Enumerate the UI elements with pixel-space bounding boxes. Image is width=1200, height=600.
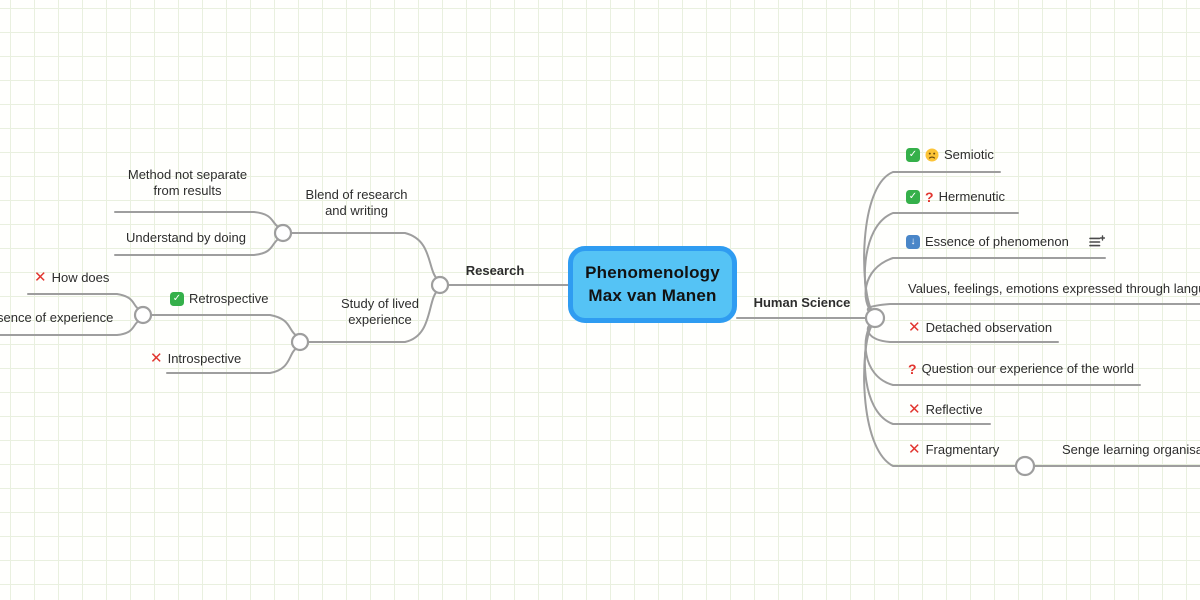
node-label: Reflective: [925, 401, 983, 417]
note-icon[interactable]: [1089, 234, 1105, 249]
node-label: Human Science: [753, 294, 851, 310]
node-study-of-lived-experience[interactable]: Study of lived experience: [319, 296, 441, 326]
worried-face-icon: [925, 148, 939, 161]
cross-icon: ✕: [908, 441, 921, 458]
cross-icon: ✕: [908, 319, 921, 336]
node-label: Research: [465, 262, 525, 278]
cross-icon: ✕: [150, 350, 163, 367]
node-label: Values, feelings, emotions expressed thr…: [908, 280, 1200, 296]
root-node-label: Phenomenology Max van Manen: [585, 262, 720, 305]
node-label: Essence of phenomenon: [925, 233, 1069, 249]
node-research[interactable]: Research: [455, 261, 535, 280]
node-label: Hermenutic: [938, 188, 1006, 204]
root-node[interactable]: Phenomenology Max van Manen: [568, 246, 737, 323]
node-label: Study of lived experience: [340, 296, 420, 327]
node-essence-of-phenomenon[interactable]: ↓ Essence of phenomenon: [906, 232, 1105, 251]
node-senge-learning-organisation[interactable]: Senge learning organisat: [1062, 440, 1200, 459]
node-question-our-experience[interactable]: ? Question our experience of the world: [908, 359, 1134, 378]
node-semiotic[interactable]: ✓ Semiotic: [906, 145, 994, 164]
collapse-toggle-blend[interactable]: [273, 223, 293, 243]
node-values-feelings-emotions[interactable]: Values, feelings, emotions expressed thr…: [908, 279, 1200, 298]
collapse-toggle-research[interactable]: [430, 275, 450, 295]
node-label: Fragmentary: [925, 441, 1000, 457]
cross-icon: ✕: [908, 401, 921, 418]
checkbox-icon: ✓: [906, 147, 920, 162]
collapse-toggle-study[interactable]: [290, 332, 310, 352]
node-label: Semiotic: [944, 146, 994, 162]
collapse-toggle-fragmentary[interactable]: [1014, 455, 1036, 477]
node-blend-of-research[interactable]: Blend of research and writing: [294, 187, 419, 217]
node-retrospective[interactable]: ✓ Retrospective: [170, 289, 268, 308]
node-fragmentary[interactable]: ✕ Fragmentary: [908, 440, 999, 459]
node-how-does[interactable]: ✕ How does: [34, 268, 109, 287]
question-icon: ?: [908, 360, 917, 377]
node-label: sence of experience: [0, 309, 114, 325]
collapse-toggle-human-science[interactable]: [864, 307, 886, 329]
question-icon: ?: [925, 188, 934, 205]
checkbox-icon: ✓: [906, 189, 920, 204]
checkbox-icon: ✓: [170, 291, 184, 306]
node-essence-of-experience[interactable]: sence of experience: [0, 308, 113, 327]
node-label: Blend of research and writing: [305, 187, 408, 218]
node-label: Retrospective: [189, 290, 269, 306]
node-label: Detached observation: [925, 319, 1053, 335]
node-label: Question our experience of the world: [921, 360, 1135, 376]
cross-icon: ✕: [34, 269, 47, 286]
node-label: Introspective: [167, 350, 242, 366]
node-label: How does: [51, 269, 110, 285]
node-understand-by-doing[interactable]: Understand by doing: [126, 228, 246, 247]
node-label: Understand by doing: [126, 229, 246, 245]
node-label: Method not separate from results: [127, 167, 248, 198]
node-label: Senge learning organisat: [1062, 441, 1200, 457]
node-human-science[interactable]: Human Science: [752, 293, 852, 312]
down-arrow-icon: ↓: [906, 234, 920, 249]
collapse-toggle-retrospective[interactable]: [133, 305, 153, 325]
node-reflective[interactable]: ✕ Reflective: [908, 400, 983, 419]
node-introspective[interactable]: ✕ Introspective: [150, 349, 241, 368]
node-detached-observation[interactable]: ✕ Detached observation: [908, 318, 1052, 337]
node-hermenutic[interactable]: ✓ ? Hermenutic: [906, 187, 1005, 206]
node-method-not-separate[interactable]: Method not separate from results: [115, 167, 260, 197]
